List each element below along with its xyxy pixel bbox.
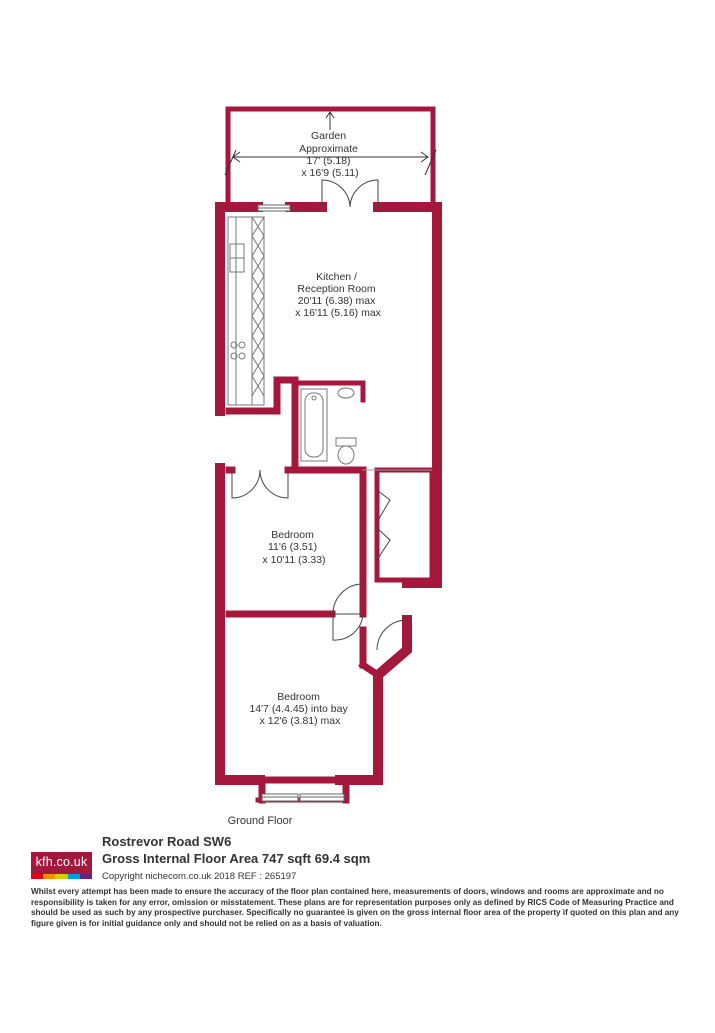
logo-bar	[55, 874, 68, 879]
label-line: Kitchen /	[316, 271, 357, 283]
garden-area	[224, 106, 437, 207]
logo-bar	[79, 874, 93, 879]
label-line: Reception Room	[297, 283, 375, 295]
property-address: Rostrevor Road SW6	[102, 834, 232, 849]
label-line: 11'6 (3.51)	[268, 541, 317, 553]
logo-bar	[43, 874, 56, 879]
bedroom-1-label: Bedroom 11'6 (3.51) x 10'11 (3.33)	[262, 529, 325, 566]
label-line: x 16'9 (5.11)	[301, 167, 358, 179]
label-line: Approximate	[299, 143, 358, 155]
label-line: 17' (5.18)	[307, 155, 351, 167]
label-line: 14'7 (4.4.45) into bay	[249, 703, 348, 715]
kitchen-label: Kitchen / Reception Room 20'11 (6.38) ma…	[295, 271, 382, 319]
label-line: Bedroom	[271, 529, 314, 541]
garden-label: Garden Approximate 17' (5.18) x 16'9 (5.…	[299, 130, 361, 179]
bathroom-fixtures	[300, 387, 357, 465]
label-line: x 12'6 (3.81) max	[260, 715, 342, 727]
label-line: 20'11 (6.38) max	[298, 295, 376, 307]
label-line: Bedroom	[277, 691, 320, 703]
logo-bar	[67, 874, 80, 879]
kitchen-units	[227, 216, 265, 406]
label-line: x 16'11 (5.16) max	[295, 307, 382, 319]
label-line: Garden	[311, 130, 346, 142]
label-line: x 10'11 (3.33)	[262, 554, 325, 566]
copyright-text: Copyright nichecom.co.uk 2018 REF : 2651…	[102, 871, 297, 882]
logo-color-bars	[31, 874, 93, 879]
floor-area: Gross Internal Floor Area 747 sqft 69.4 …	[102, 851, 371, 866]
bedroom-2-label: Bedroom 14'7 (4.4.45) into bay x 12'6 (3…	[249, 691, 350, 727]
doors	[231, 179, 408, 651]
floor-label: Ground Floor	[228, 815, 293, 827]
windows	[257, 204, 345, 802]
logo-bar	[31, 874, 44, 879]
kfh-logo: kfh.co.uk	[31, 852, 92, 875]
disclaimer-text: Whilst every attempt has been made to en…	[31, 887, 679, 928]
